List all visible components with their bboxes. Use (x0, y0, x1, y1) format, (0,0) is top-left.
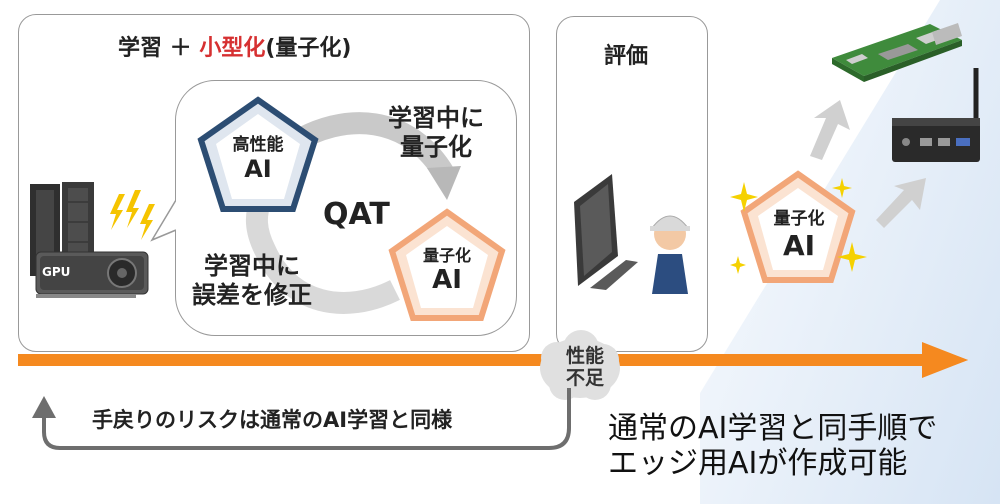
qat-label: QAT (323, 197, 390, 232)
training-title: 学習 ＋ 小型化(量子化) (118, 30, 351, 62)
correct-error-during-training-label: 学習中に 誤差を修正 (192, 252, 312, 310)
timeline-arrow (18, 351, 968, 369)
deploy-arrows (810, 100, 926, 228)
quantize-during-training-label: 学習中に 量子化 (388, 104, 484, 162)
summary-text: 通常のAI学習と同手順で エッジ用AIが作成可能 (608, 411, 938, 481)
edge-board-icon (832, 23, 962, 82)
performance-insufficient-label: 性能 不足 (566, 345, 605, 390)
summary-line2: エッジ用AIが作成可能 (608, 445, 908, 481)
deployed-quantized-ai-label: 量子化 AI (766, 209, 832, 262)
loop-bottom-line2: 誤差を修正 (192, 280, 312, 309)
performance-cloud (540, 330, 620, 400)
evaluation-panel (556, 16, 708, 352)
quantized-line1: 量子化 (422, 246, 471, 265)
quantized-line2: AI (432, 265, 462, 296)
training-title-highlight: 小型化 (199, 36, 266, 61)
timeline-arrow-head (922, 342, 968, 378)
summary-line1: 通常のAI学習と同手順で (608, 411, 938, 446)
rework-arrow (32, 388, 571, 450)
high-perf-ai-label: 高性能 AI (226, 135, 290, 183)
high-perf-line1: 高性能 (232, 135, 284, 155)
quantized-ai-label: 量子化 AI (414, 246, 480, 296)
edge-box-icon (892, 68, 980, 162)
training-title-suffix: (量子化) (265, 36, 352, 61)
engineer-at-monitor-icon (574, 174, 690, 294)
lightning-icon (110, 190, 155, 240)
cloud-line2: 不足 (566, 366, 605, 389)
rework-risk-label: 手戻りのリスクは通常のAI学習と同様 (92, 408, 453, 432)
evaluation-title: 評価 (604, 44, 649, 69)
bubble-tail (150, 200, 180, 242)
loop-top-line1: 学習中に (388, 104, 484, 132)
loop-top-line2: 量子化 (400, 132, 472, 161)
deploy-line1: 量子化 (773, 209, 825, 229)
loop-bottom-line1: 学習中に (204, 252, 300, 280)
deployed-quantized-ai-pentagon (740, 170, 856, 283)
training-title-prefix: 学習 ＋ (118, 36, 200, 61)
gpu-label: GPU (42, 265, 71, 279)
high-perf-ai-pentagon (197, 96, 319, 212)
high-perf-line2: AI (244, 154, 272, 183)
quantized-ai-pentagon (388, 208, 506, 321)
server-gpu-icon (30, 182, 149, 298)
sparkle-icons (730, 178, 867, 274)
deploy-line2: AI (782, 228, 816, 262)
cloud-line1: 性能 (566, 345, 605, 367)
